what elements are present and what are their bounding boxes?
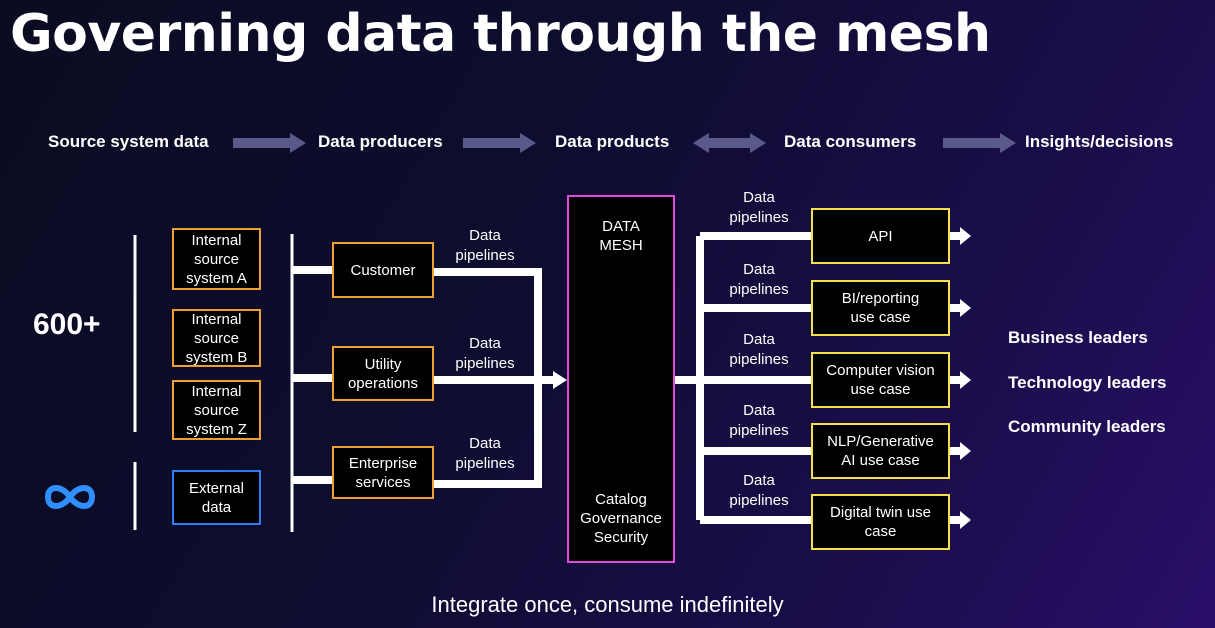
pipeline-label-api: Data pipelines <box>729 189 789 226</box>
source-internal-b: Internal source system B <box>172 309 261 367</box>
infinity-icon <box>44 485 96 509</box>
consumer-digital-twin: Digital twin use case <box>811 494 950 550</box>
output-arrow-api <box>950 227 971 245</box>
pipeline-label-enterprise: Data pipelines <box>455 435 515 472</box>
stage-producers: Data producers <box>318 132 443 151</box>
consumer-api: API <box>811 208 950 264</box>
leader-business: Business leaders <box>1008 328 1148 347</box>
pipeline-label-twin: Data pipelines <box>729 472 789 509</box>
output-arrow-nlp <box>950 442 971 460</box>
mesh-title: DATA MESH <box>599 218 643 254</box>
stage-arrow-1 <box>233 133 306 153</box>
leader-technology: Technology leaders <box>1008 373 1167 392</box>
source-internal-a: Internal source system A <box>172 228 261 290</box>
source-external: External data <box>172 470 261 525</box>
pipeline-label-utility: Data pipelines <box>455 335 515 372</box>
footer-tagline: Integrate once, consume indefinitely <box>431 592 784 617</box>
output-arrow-cv <box>950 371 971 389</box>
consumer-nlp-generative-ai: NLP/Generative AI use case <box>811 423 950 479</box>
pipeline-label-bi: Data pipelines <box>729 261 789 298</box>
output-arrow-bi <box>950 299 971 317</box>
pipeline-label-customer: Data pipelines <box>455 227 515 264</box>
mesh-features: Catalog Governance Security <box>580 491 662 546</box>
consumer-bi-reporting: BI/reporting use case <box>811 280 950 336</box>
producer-enterprise-services: Enterprise services <box>332 446 434 499</box>
pipeline-label-cv: Data pipelines <box>729 331 789 368</box>
source-internal-z: Internal source system Z <box>172 380 261 440</box>
leader-community: Community leaders <box>1008 417 1166 436</box>
output-arrow-twin <box>950 511 971 529</box>
stage-source: Source system data <box>48 132 209 151</box>
stage-arrow-2 <box>463 133 536 153</box>
producer-utility-operations: Utility operations <box>332 346 434 401</box>
arrow-into-mesh <box>553 371 567 389</box>
data-mesh: DATA MESH Catalog Governance Security <box>567 195 675 563</box>
page-title: Governing data through the mesh <box>10 4 991 64</box>
pipeline-label-nlp: Data pipelines <box>729 402 789 439</box>
producer-customer: Customer <box>332 242 434 298</box>
stage-arrows <box>233 133 1016 153</box>
stage-consumers: Data consumers <box>784 132 917 151</box>
stage-arrow-4 <box>943 133 1016 153</box>
source-count: 600+ <box>33 308 101 341</box>
consumer-computer-vision: Computer vision use case <box>811 352 950 408</box>
stage-products: Data products <box>555 132 670 151</box>
stage-arrow-3 <box>693 133 766 153</box>
stage-insights: Insights/decisions <box>1025 132 1174 151</box>
